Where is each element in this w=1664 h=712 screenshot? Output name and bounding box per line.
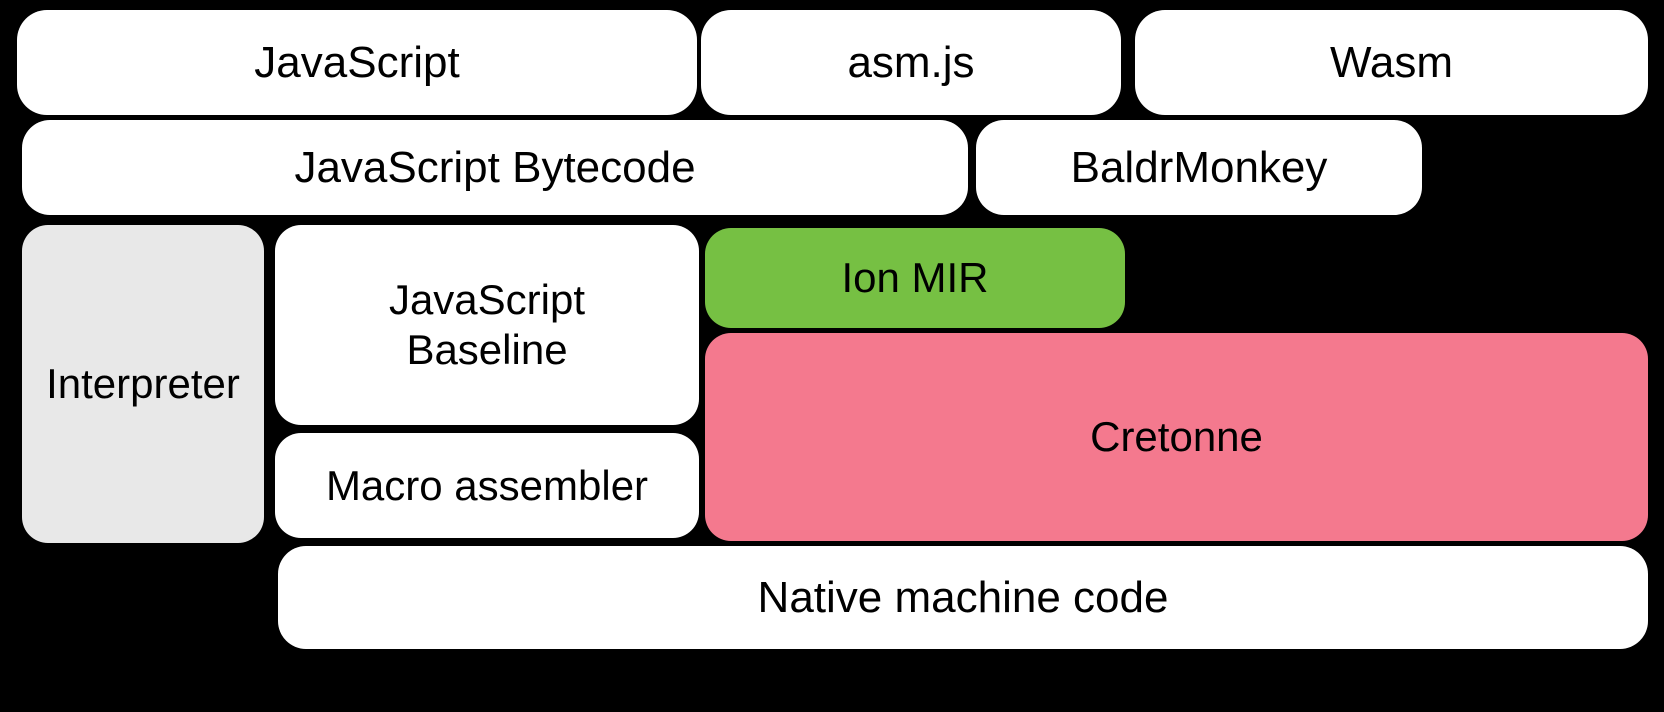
diagram-node-label: asm.js [847,37,975,87]
diagram-node-label: Cretonne [1090,413,1263,461]
diagram-node-label: BaldrMonkey [1070,142,1328,192]
diagram-node-label: Macro assembler [325,461,649,509]
diagram-node-label: Wasm [1329,37,1454,87]
diagram-node-interpreter: Interpreter [22,225,264,543]
diagram-node-label: Interpreter [46,360,240,408]
diagram-node-javascript: JavaScript [17,10,697,115]
diagram-node-baldrmonkey: BaldrMonkey [976,120,1422,215]
diagram-node-label: Native machine code [757,572,1169,622]
diagram-node-label: JavaScript Baseline [388,276,586,373]
diagram-node-javascript-baseline: JavaScript Baseline [275,225,699,425]
diagram-node-label: JavaScript [254,37,460,87]
diagram-node-label: Ion MIR [841,254,989,302]
diagram-node-native-machine-code: Native machine code [278,546,1648,649]
diagram-node-asmjs: asm.js [701,10,1121,115]
diagram-node-ion-mir: Ion MIR [705,228,1125,328]
diagram-node-macro-assembler: Macro assembler [275,433,699,538]
diagram-node-label: JavaScript Bytecode [294,142,696,192]
diagram-node-wasm: Wasm [1135,10,1648,115]
diagram-node-cretonne: Cretonne [705,333,1648,541]
diagram-node-javascript-bytecode: JavaScript Bytecode [22,120,968,215]
